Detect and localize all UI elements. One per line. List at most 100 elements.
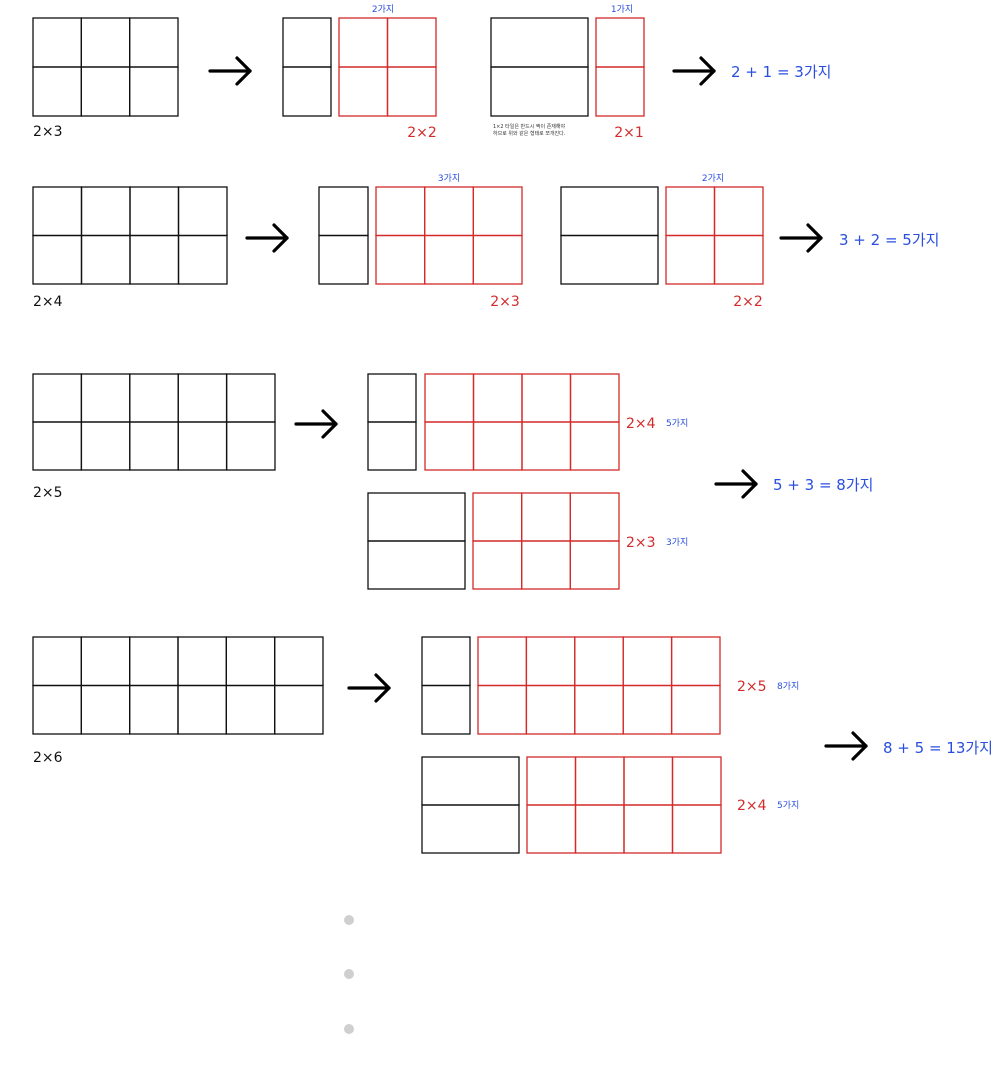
grid-cell (225, 421, 276, 471)
grid-cell (129, 66, 179, 117)
dims-label: 2×2 (407, 125, 437, 141)
full-grid (32, 373, 276, 471)
note-line-2: 하므로 위와 같은 형태로 쪼개진다. (493, 130, 566, 137)
grid-cell (338, 66, 389, 117)
size-label: 2×3 (33, 124, 63, 140)
section-2x4: 2×4 3가지 2×3 2가지 2×2 3 + 2 = 5가지 (32, 173, 939, 310)
grid-cell (525, 636, 576, 687)
grid-cell (177, 684, 227, 735)
grid-cell (129, 684, 179, 735)
grid-cell (80, 66, 131, 117)
red-subgrid (424, 373, 620, 471)
grid-cell (367, 421, 417, 471)
grid-cell (421, 684, 471, 735)
count-label: 3가지 (438, 173, 460, 184)
grid-cell (129, 636, 179, 687)
grid-cell (32, 17, 82, 68)
count-label: 2가지 (372, 4, 394, 15)
arrow-icon (245, 223, 289, 253)
grid-cell (177, 421, 228, 471)
count-label: 5가지 (777, 800, 799, 811)
grid-cell (526, 804, 577, 854)
size-label: 2×5 (33, 485, 63, 501)
grid-cell (713, 234, 764, 285)
grid-cell (574, 636, 624, 687)
grid-cell (129, 421, 179, 471)
grid-cell (318, 186, 369, 237)
grid-cell (129, 234, 180, 285)
ellipsis-dots (344, 915, 354, 1034)
arrow-head (272, 223, 289, 253)
red-subgrid (472, 492, 620, 590)
grid-cell (424, 421, 475, 471)
grid-cell (225, 684, 276, 735)
grid-cell (665, 234, 716, 285)
grid-cell (129, 373, 179, 423)
grid-cell (521, 492, 571, 542)
case-horizontal-dominoes: 1가지 2×1 1×2 타일은 반드시 짝이 존재해야 하므로 위와 같은 형태… (490, 4, 645, 141)
horizontal-domino (560, 234, 659, 285)
dims-label: 2×3 (490, 294, 520, 310)
black-horizontal-block (421, 756, 520, 854)
case-vertical-domino: 2×4 5가지 (367, 373, 688, 471)
grid-cell (569, 540, 620, 590)
red-subgrid (375, 186, 523, 285)
grid-cell (386, 17, 437, 68)
horizontal-domino (560, 186, 659, 237)
grid-cell (375, 234, 426, 285)
grid-cell (274, 636, 324, 687)
case-vertical-domino: 3가지 2×3 (318, 173, 523, 310)
grid-cell (32, 66, 82, 117)
grid-cell (622, 684, 673, 735)
grid-cell (713, 186, 764, 237)
grid-cell (622, 636, 673, 687)
grid-cell (472, 234, 523, 285)
section-2x5: 2×5 2×4 5가지 2×3 3가지 5 + 3 = 8가지 (32, 373, 873, 590)
horizontal-domino (421, 756, 520, 806)
grid-cell (32, 421, 83, 471)
arrow-head (321, 409, 338, 439)
case-vertical-domino: 2×5 8가지 (421, 636, 799, 735)
grid-cell (282, 17, 332, 68)
full-grid (32, 17, 179, 117)
case-horizontal-dominoes: 2×3 3가지 (367, 492, 688, 590)
black-horizontal-block (367, 492, 466, 590)
grid-cell (367, 373, 417, 423)
grid-cell (424, 186, 474, 237)
grid-cell (32, 234, 83, 285)
grid-cell (32, 373, 83, 423)
grid-cell (521, 373, 572, 423)
grid-cell (80, 186, 131, 237)
horizontal-domino (421, 804, 520, 854)
grid-cell (472, 540, 523, 590)
grid-cell (386, 66, 437, 117)
grid-cell (282, 66, 332, 117)
section-2x6: 2×6 2×5 8가지 2×4 5가지 8 + 5 = 13가지 (32, 636, 993, 854)
arrow-icon (779, 223, 823, 253)
ellipsis-dot (344, 915, 354, 925)
note-line-1: 1×2 타일은 반드시 짝이 존재해야 (493, 123, 566, 130)
grid-cell (274, 684, 324, 735)
red-subgrid (665, 186, 764, 285)
grid-cell (421, 636, 471, 687)
black-horizontal-block (490, 17, 589, 117)
grid-cell (569, 373, 620, 423)
grid-cell (472, 421, 523, 471)
grid-cell (80, 373, 131, 423)
arrow-head (851, 731, 868, 761)
grid-cell (225, 636, 276, 687)
grid-cell (80, 234, 131, 285)
full-grid (32, 636, 324, 735)
grid-cell (477, 684, 528, 735)
grid-cell (129, 186, 180, 237)
grid-cell (32, 684, 82, 735)
arrow-head (374, 673, 391, 703)
red-subgrid (595, 17, 645, 117)
grid-cell (526, 756, 577, 806)
case-horizontal-dominoes: 2가지 2×2 (560, 173, 764, 310)
black-vertical-block (367, 373, 417, 471)
grid-cell (177, 373, 228, 423)
arrow-icon (714, 469, 758, 499)
arrow-icon (672, 56, 716, 86)
